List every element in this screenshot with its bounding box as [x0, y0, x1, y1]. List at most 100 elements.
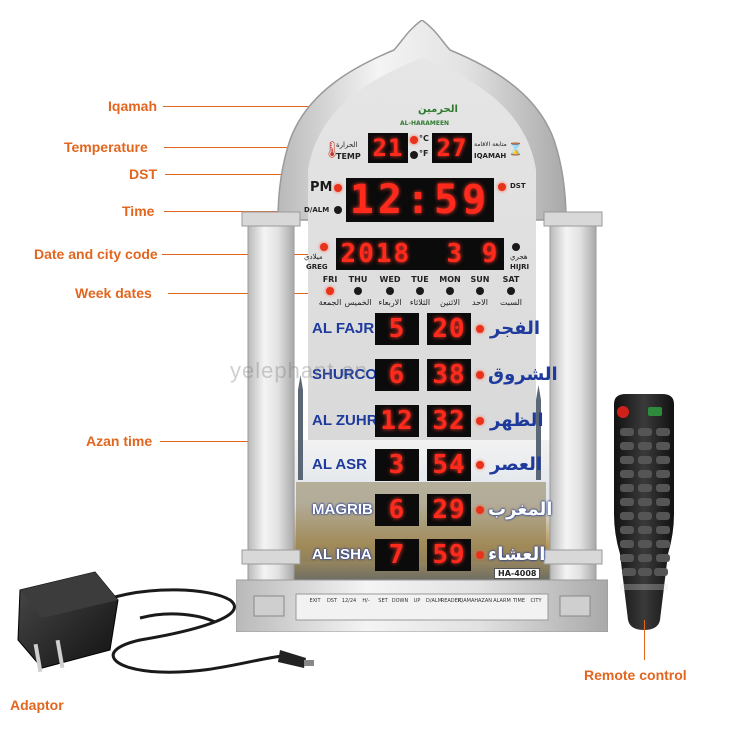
day-fri-ar: الجمعة: [318, 298, 342, 307]
remote-key[interactable]: [638, 470, 652, 478]
prayer-name-ar: الظهر: [490, 410, 544, 431]
base-button-down[interactable]: DOWN: [391, 598, 409, 604]
greg-label: GREG: [306, 263, 328, 271]
day-sun-indicator: [476, 287, 484, 295]
remote-key[interactable]: [656, 484, 670, 492]
remote-key[interactable]: [654, 568, 668, 576]
celsius-label: °C: [419, 134, 429, 143]
model-badge: HA-4008: [494, 568, 541, 579]
remote-key[interactable]: [638, 512, 652, 520]
remote-key[interactable]: [620, 526, 634, 534]
day-wed-indicator: [386, 287, 394, 295]
remote-key[interactable]: [656, 470, 670, 478]
prayer-hour-display: 7: [375, 539, 419, 571]
iqamah-display: 27: [432, 133, 472, 163]
prayer-minute-display: 29: [427, 494, 471, 526]
base-button-city[interactable]: CITY: [530, 598, 542, 604]
temp-label: TEMP: [336, 152, 361, 161]
remote-key[interactable]: [656, 498, 670, 506]
day-tue-indicator: [416, 287, 424, 295]
day-sat-indicator: [507, 287, 515, 295]
hijri-label-ar: هجري: [510, 253, 528, 261]
remote-key[interactable]: [656, 554, 670, 562]
remote-key[interactable]: [638, 498, 652, 506]
remote-key[interactable]: [620, 456, 634, 464]
remote-key[interactable]: [638, 428, 652, 436]
greg-indicator: [320, 243, 328, 251]
remote-key[interactable]: [638, 456, 652, 464]
day-thu-ar: الخميس: [344, 298, 372, 307]
callout-temperature: Temperature: [64, 139, 148, 155]
time-display: 12:59: [346, 177, 494, 223]
remote-key[interactable]: [638, 442, 652, 450]
remote-key[interactable]: [620, 428, 634, 436]
fahrenheit-label: °F: [419, 149, 429, 158]
remote-key[interactable]: [638, 526, 652, 534]
remote-key[interactable]: [638, 554, 652, 562]
base-button-reader[interactable]: READER: [440, 598, 462, 604]
remote-key[interactable]: [656, 512, 670, 520]
base-button-up[interactable]: UP: [413, 598, 421, 604]
remote-key[interactable]: [620, 512, 634, 520]
prayer-hour-display: 6: [375, 494, 419, 526]
leader-remote: [644, 620, 645, 660]
day-sat-ar: السبت: [499, 298, 523, 307]
callout-remote: Remote control: [584, 667, 687, 683]
pm-indicator: [334, 184, 342, 192]
remote-key[interactable]: [620, 484, 634, 492]
remote-key[interactable]: [620, 554, 634, 562]
prayer-name: AL ZUHR: [312, 412, 378, 429]
day-tue: TUE: [411, 275, 429, 284]
date-display: 2018 3 9: [336, 238, 504, 270]
base-button-iqamah[interactable]: IQAMAH: [457, 598, 479, 604]
callout-date-city: Date and city code: [34, 246, 158, 262]
remote-key[interactable]: [620, 442, 634, 450]
prayer-hour-display: 5: [375, 313, 419, 345]
prayer-indicator: [476, 551, 484, 559]
prayer-minute-display: 20: [427, 313, 471, 345]
base-button-set[interactable]: SET: [378, 598, 388, 604]
remote-key[interactable]: [622, 568, 636, 576]
base-button-time[interactable]: TIME: [512, 598, 525, 604]
prayer-name-ar: الشروق: [488, 364, 558, 385]
day-tue-ar: الثلاثاء: [409, 298, 431, 307]
base-button-12-24[interactable]: 12/24: [341, 598, 357, 604]
remote-key[interactable]: [638, 568, 652, 576]
prayer-minute-display: 32: [427, 405, 471, 437]
hijri-indicator: [512, 243, 520, 251]
prayer-indicator: [476, 506, 484, 514]
remote-key[interactable]: [656, 526, 670, 534]
d-alm-label: D/ALM: [304, 206, 330, 214]
remote-key[interactable]: [656, 540, 670, 548]
day-fri: FRI: [322, 275, 338, 284]
d-alm-indicator: [334, 206, 342, 214]
prayer-name: SHURCO: [312, 366, 378, 383]
remote-key[interactable]: [656, 456, 670, 464]
base-button-exit[interactable]: EXIT: [309, 598, 321, 604]
base-button-dst[interactable]: DST: [326, 598, 338, 604]
day-mon-ar: الاثنين: [440, 298, 460, 307]
remote-key[interactable]: [620, 540, 634, 548]
remote-key[interactable]: [620, 470, 634, 478]
base-button-h[interactable]: H/-: [362, 598, 370, 604]
base-button-alarm[interactable]: ALARM: [493, 598, 511, 604]
callout-adaptor: Adaptor: [10, 697, 64, 713]
callout-week-dates: Week dates: [75, 285, 152, 301]
remote-key[interactable]: [656, 428, 670, 436]
base-button-d-alm[interactable]: D/ALM: [425, 598, 443, 604]
prayer-name-ar: المغرب: [488, 499, 553, 520]
prayer-name-ar: العصر: [490, 454, 543, 475]
day-thu-indicator: [354, 287, 362, 295]
brand-name: AL-HARAMEEN: [400, 120, 450, 127]
base-button-azan[interactable]: AZAN: [477, 598, 492, 604]
day-sun-ar: الاحد: [472, 298, 488, 307]
fahrenheit-indicator: [410, 151, 418, 159]
prayer-indicator: [476, 325, 484, 333]
remote-key[interactable]: [638, 484, 652, 492]
day-thu: THU: [348, 275, 368, 284]
day-sun: SUN: [470, 275, 490, 284]
remote-key[interactable]: [620, 498, 634, 506]
callout-dst: DST: [129, 166, 157, 182]
remote-key[interactable]: [656, 442, 670, 450]
remote-key[interactable]: [638, 540, 652, 548]
